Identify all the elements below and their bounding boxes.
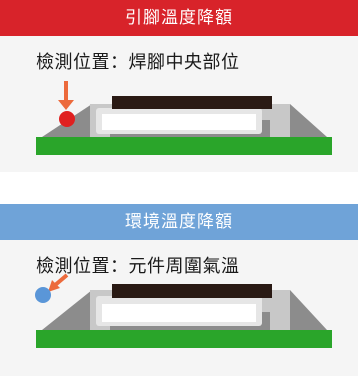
component-diagram: [36, 81, 332, 155]
lead-frame: [102, 114, 256, 130]
chip-top: [112, 284, 272, 298]
measurement-point-icon: [35, 287, 51, 303]
lead-frame: [102, 304, 256, 322]
arrow-head-icon: [58, 100, 74, 110]
measure-location-label: 檢測位置：焊腳中央部位: [36, 52, 240, 73]
pcb-board: [36, 330, 332, 348]
chip-top: [112, 96, 272, 109]
panel-header: 引腳溫度降額: [0, 0, 358, 36]
component-diagram: [35, 273, 332, 348]
pcb-board: [36, 137, 332, 155]
panel-lead-temperature: 引腳溫度降額 檢測位置：焊腳中央部位: [0, 0, 358, 172]
measurement-point-icon: [59, 111, 75, 127]
panel-ambient-temperature: 環境溫度降額 檢測位置：元件周圍氣溫: [0, 204, 358, 376]
arrow-head-icon: [48, 280, 60, 292]
measure-location-label: 檢測位置：元件周圍氣溫: [36, 256, 240, 277]
panel-header: 環境溫度降額: [0, 204, 358, 240]
arrow-icon: [52, 273, 69, 288]
